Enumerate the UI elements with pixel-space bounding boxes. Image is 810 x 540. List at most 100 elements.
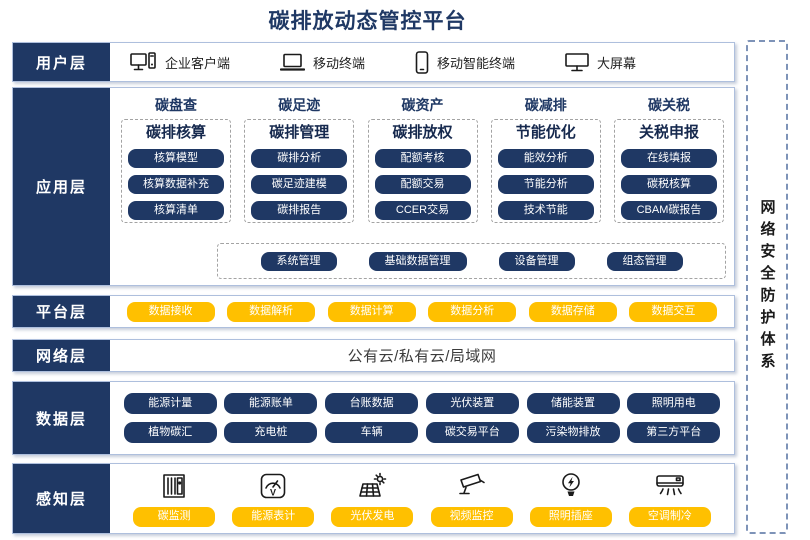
sense-layer-label: 感知层 bbox=[13, 464, 110, 533]
cctv-camera-icon bbox=[458, 473, 485, 494]
data-pill: 能源计量 bbox=[123, 393, 217, 414]
sense-pill: 能源表计 bbox=[232, 506, 315, 527]
app-column-box: 碳排核算 核算模型 核算数据补充 核算清单 bbox=[121, 119, 231, 223]
solar-panel-icon bbox=[359, 472, 387, 497]
platform-pill: 数据分析 bbox=[428, 301, 517, 322]
user-item: 移动终端 bbox=[280, 53, 365, 72]
network-text: 公有云/私有云/局域网 bbox=[347, 348, 497, 365]
platform-pill: 数据解析 bbox=[227, 301, 316, 322]
app-module-pill: CCER交易 bbox=[374, 201, 471, 220]
app-module-pill: 节能分析 bbox=[497, 175, 594, 194]
sense-item: 视频监控 bbox=[430, 471, 513, 527]
app-column-subtitle: 关税申报 bbox=[638, 124, 699, 141]
data-pill: 充电桩 bbox=[224, 422, 318, 443]
sense-item: 照明插座 bbox=[529, 471, 612, 527]
data-layer-label: 数据层 bbox=[13, 382, 110, 454]
data-pill: 污染物排放 bbox=[526, 422, 620, 443]
app-column-box: 节能优化 能效分析 节能分析 技术节能 bbox=[490, 119, 601, 223]
app-common-pill: 基础数据管理 bbox=[368, 251, 467, 271]
app-column-carbon-footprint: 碳足迹 碳排管理 碳排分析 碳足迹建模 碳排报告 bbox=[244, 95, 355, 223]
air-conditioner-icon bbox=[656, 474, 684, 495]
user-layer-label: 用户层 bbox=[13, 43, 110, 81]
page-title: 碳排放动态管控平台 bbox=[268, 10, 467, 33]
app-module-pill: 配额考核 bbox=[374, 149, 471, 168]
app-common-modules-box: 系统管理 基础数据管理 设备管理 组态管理 bbox=[217, 243, 726, 279]
security-system-box: 网络安全防护体系 bbox=[746, 40, 788, 534]
user-item: 企业客户端 bbox=[130, 51, 230, 73]
platform-layer-content: 数据接收 数据解析 数据计算 数据分析 数据存储 数据交互 bbox=[110, 296, 734, 327]
sense-item: V 能源表计 bbox=[232, 471, 315, 527]
application-columns: 碳盘查 碳排核算 核算模型 核算数据补充 核算清单 碳足迹 碳排管理 碳排分析 … bbox=[110, 88, 734, 223]
app-common-pill: 系统管理 bbox=[260, 251, 337, 271]
data-row-2: 植物碳汇 充电桩 车辆 碳交易平台 污染物排放 第三方平台 bbox=[110, 422, 734, 443]
data-pill: 光伏装置 bbox=[425, 393, 519, 414]
security-system-text: 网络安全防护体系 bbox=[758, 199, 776, 375]
application-layer-content: 碳盘查 碳排核算 核算模型 核算数据补充 核算清单 碳足迹 碳排管理 碳排分析 … bbox=[110, 88, 734, 285]
app-column-subtitle: 节能优化 bbox=[515, 124, 576, 141]
app-column-box: 关税申报 在线填报 碳税核算 CBAM碳报告 bbox=[614, 119, 724, 223]
user-item: 移动智能终端 bbox=[415, 50, 516, 74]
data-pill: 植物碳汇 bbox=[123, 422, 217, 443]
big-screen-icon bbox=[565, 52, 589, 71]
app-module-pill: 碳排分析 bbox=[251, 149, 348, 168]
app-module-pill: 在线填报 bbox=[621, 149, 717, 168]
app-module-pill: 碳排报告 bbox=[251, 201, 348, 220]
app-column-header: 碳足迹 bbox=[278, 97, 321, 113]
app-column-box: 碳排放权 配额考核 配额交易 CCER交易 bbox=[367, 119, 478, 223]
app-column-subtitle: 碳排管理 bbox=[269, 124, 330, 141]
app-module-pill: 配额交易 bbox=[374, 175, 471, 194]
network-layer-label: 网络层 bbox=[13, 340, 110, 371]
sense-item: 碳监测 bbox=[133, 471, 216, 527]
data-pill: 能源账单 bbox=[224, 393, 318, 414]
sense-pill: 空调制冷 bbox=[628, 506, 711, 527]
application-layer: 应用层 碳盘查 碳排核算 核算模型 核算数据补充 核算清单 碳足迹 碳排管理 bbox=[12, 87, 735, 286]
data-layer: 数据层 能源计量 能源账单 台账数据 光伏装置 储能装置 照明用电 植物碳汇 充… bbox=[12, 381, 735, 455]
platform-pill: 数据交互 bbox=[629, 301, 718, 322]
data-pill: 第三方平台 bbox=[627, 422, 721, 443]
user-layer: 用户层 企业客户端 移动终端 bbox=[12, 42, 735, 82]
app-column-carbon-asset: 碳资产 碳排放权 配额考核 配额交易 CCER交易 bbox=[367, 95, 478, 223]
svg-text:V: V bbox=[270, 487, 276, 497]
carbon-monitor-icon bbox=[163, 473, 185, 498]
user-item-label: 大屏幕 bbox=[597, 55, 637, 71]
data-pill: 储能装置 bbox=[526, 393, 620, 414]
sense-pill: 视频监控 bbox=[430, 506, 513, 527]
desktop-pc-icon bbox=[130, 51, 156, 70]
platform-pill: 数据接收 bbox=[126, 301, 215, 322]
app-column-box: 碳排管理 碳排分析 碳足迹建模 碳排报告 bbox=[244, 119, 355, 223]
app-column-carbon-inventory: 碳盘查 碳排核算 核算模型 核算数据补充 核算清单 bbox=[121, 95, 231, 223]
app-module-pill: 核算模型 bbox=[128, 149, 224, 168]
sense-layer: 感知层 碳监测 V 能 bbox=[12, 463, 735, 534]
app-module-pill: 核算清单 bbox=[128, 201, 224, 220]
app-column-carbon-reduction: 碳减排 节能优化 能效分析 节能分析 技术节能 bbox=[490, 95, 601, 223]
platform-pill: 数据计算 bbox=[327, 301, 416, 322]
data-pill: 照明用电 bbox=[627, 393, 721, 414]
platform-layer: 平台层 数据接收 数据解析 数据计算 数据分析 数据存储 数据交互 bbox=[12, 295, 735, 328]
app-module-pill: 技术节能 bbox=[497, 201, 594, 220]
data-layer-content: 能源计量 能源账单 台账数据 光伏装置 储能装置 照明用电 植物碳汇 充电桩 车… bbox=[110, 382, 734, 454]
user-item: 大屏幕 bbox=[565, 52, 636, 73]
user-layer-content: 企业客户端 移动终端 移动智能终端 bbox=[110, 43, 734, 81]
network-layer-content: 公有云/私有云/局域网 bbox=[110, 340, 734, 371]
app-column-header: 碳减排 bbox=[524, 97, 567, 113]
data-pill: 台账数据 bbox=[325, 393, 419, 414]
smartphone-icon bbox=[415, 50, 429, 74]
sense-layer-content: 碳监测 V 能源表计 bbox=[110, 464, 734, 533]
app-module-pill: 碳税核算 bbox=[621, 175, 717, 194]
platform-pill: 数据存储 bbox=[528, 301, 617, 322]
energy-meter-icon: V bbox=[260, 473, 286, 498]
sense-pill: 碳监测 bbox=[133, 506, 216, 527]
sense-pill: 光伏发电 bbox=[331, 506, 414, 527]
app-column-header: 碳关税 bbox=[648, 97, 690, 113]
sense-item: 空调制冷 bbox=[628, 471, 711, 527]
app-column-header: 碳盘查 bbox=[155, 97, 197, 113]
app-column-subtitle: 碳排放权 bbox=[392, 124, 453, 141]
light-bulb-icon bbox=[561, 472, 580, 496]
sense-item: 光伏发电 bbox=[331, 471, 414, 527]
application-layer-label: 应用层 bbox=[13, 88, 110, 285]
app-column-subtitle: 碳排核算 bbox=[145, 124, 206, 141]
laptop-icon bbox=[280, 53, 306, 71]
user-item-label: 移动智能终端 bbox=[437, 55, 516, 71]
data-pill: 碳交易平台 bbox=[425, 422, 519, 443]
